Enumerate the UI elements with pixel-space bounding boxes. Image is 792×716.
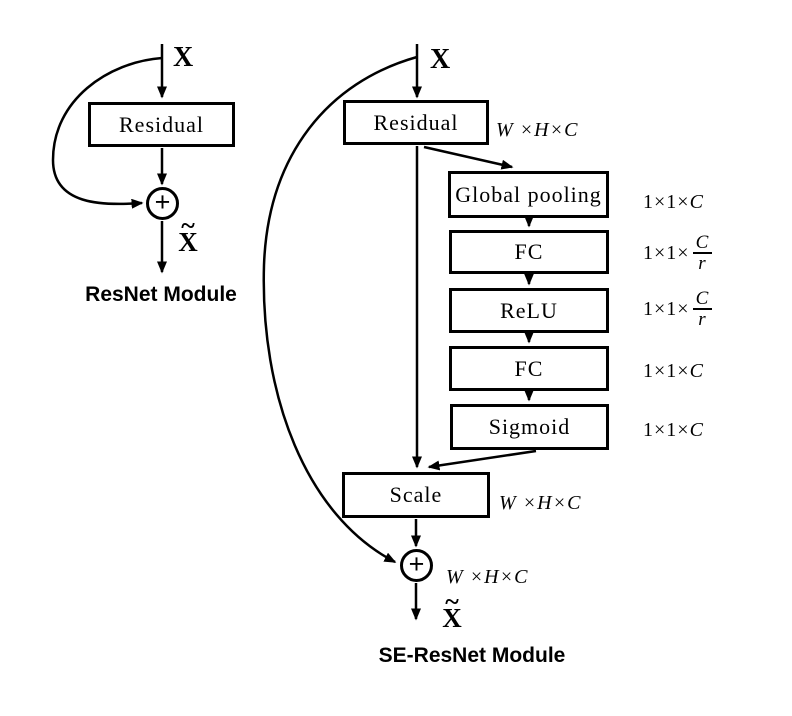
dim-channels: C [689,419,704,441]
se-add-dim-label: W ×H×C [446,566,529,588]
resnet-skip-connection-arrow [51,56,163,209]
resnet-output-label: ~ X [171,213,205,257]
resnet-module-title: ResNet Module [85,283,237,306]
se-scale-dim-label: W ×H×C [499,492,582,514]
se-sigmoid-to-scale-arrow [427,449,537,471]
se-residual-box: Residual [343,100,489,145]
fraction-denominator: r [698,309,707,330]
se-residual-dim-label: W ×H×C [496,119,579,141]
dim-prefix: 1×1× [643,360,690,382]
se-fc2-dim-label: 1×1×C [643,359,704,383]
se-sigmoid-dim-label: 1×1×C [643,418,704,442]
dim-fraction: C r [692,233,713,274]
fraction-denominator: r [698,253,707,274]
se-fc2-box: FC [449,346,609,391]
se-relu-dim-label: 1×1× C r [643,289,713,330]
se-relu-box: ReLU [449,288,609,333]
dim-fraction: C r [692,289,713,330]
resnet-residual-box: Residual [88,102,235,147]
se-residual-to-pooling-arrow [423,145,514,170]
fraction-numerator: C [692,289,713,310]
dim-prefix: 1×1× [643,191,690,213]
dim-prefix: 1×1× [643,419,690,441]
se-scale-box: Scale [342,472,490,518]
se-resnet-module-title: SE-ResNet Module [378,644,566,667]
dim-channels: C [689,360,704,382]
se-skip-connection-arrow [262,55,418,564]
resnet-add-node: + [146,187,179,220]
se-output-label: ~ X [435,589,469,633]
dim-prefix: 1×1× [643,241,690,264]
se-add-node: + [400,549,433,582]
se-input-label: X [430,44,451,75]
se-sigmoid-box: Sigmoid [450,404,609,450]
se-fc1-dim-label: 1×1× C r [643,233,713,274]
se-fc1-box: FC [449,230,609,274]
dim-channels: C [689,191,704,213]
se-output-x: X [442,603,462,633]
resnet-input-label: X [173,42,194,73]
se-global-pooling-dim-label: 1×1×C [643,190,704,214]
dim-prefix: 1×1× [643,297,690,320]
se-global-pooling-box: Global pooling [448,171,609,218]
fraction-numerator: C [692,233,713,254]
resnet-output-x: X [178,227,198,257]
